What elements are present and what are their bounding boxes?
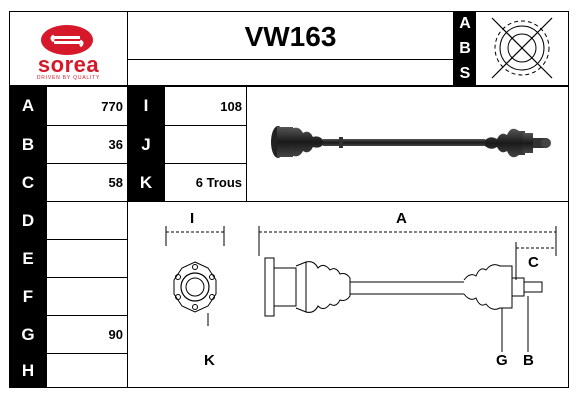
spec-label-e: E [9,239,47,278]
spec-value-k: 6 Trous [164,163,247,202]
spec-value-f [46,277,128,316]
spec-value-c: 58 [46,163,128,202]
part-number: VW163 [244,21,337,52]
no-abs-ring-icon [491,17,553,79]
spec-label-d: D [9,201,47,240]
dimension-diagram [165,226,557,352]
spec-label-k: K [127,163,165,202]
spec-label-c: C [9,163,47,202]
part-number-divider [128,59,453,60]
part-number-cell: VW163 [127,11,454,86]
abs-letter-a: A [454,11,476,37]
spec-label-i: I [127,86,165,126]
logo-wordmark: sorea [37,52,100,77]
diagram-label-k: K [204,352,215,369]
diagram-label-a: A [396,210,407,227]
abs-letter-b: B [454,36,476,62]
spec-value-j [164,125,247,164]
diagram-label-i: I [190,210,195,227]
spec-label-f: F [9,277,47,316]
spec-value-h [46,353,128,388]
spec-label-a: A [9,86,47,126]
spec-label-b: B [9,125,47,164]
flange-outline [173,261,217,313]
spec-label-h: H [9,353,47,388]
diagram-label-b: B [523,352,534,369]
diagram-label-c: C [528,254,539,271]
spec-value-a: 770 [46,86,128,126]
diagram-label-g: G [496,352,508,369]
spec-value-i: 108 [164,86,247,126]
spec-label-g: G [9,315,47,354]
spec-value-e [46,239,128,278]
spec-value-g: 90 [46,315,128,354]
diagram-cell: I A C K G B [127,201,569,388]
drive-shaft-photo [271,126,551,158]
logo-tagline: DRIVEN BY QUALITY [36,75,101,81]
abs-letter-s: S [454,61,476,86]
sorea-logo-icon [41,25,93,55]
logo-cell: sorea DRIVEN BY QUALITY [9,11,128,86]
spec-label-j: J [127,125,165,164]
spec-value-b: 36 [46,125,128,164]
abs-ring-cell [475,11,569,86]
spec-value-d [46,201,128,240]
product-photo-cell [246,86,569,202]
